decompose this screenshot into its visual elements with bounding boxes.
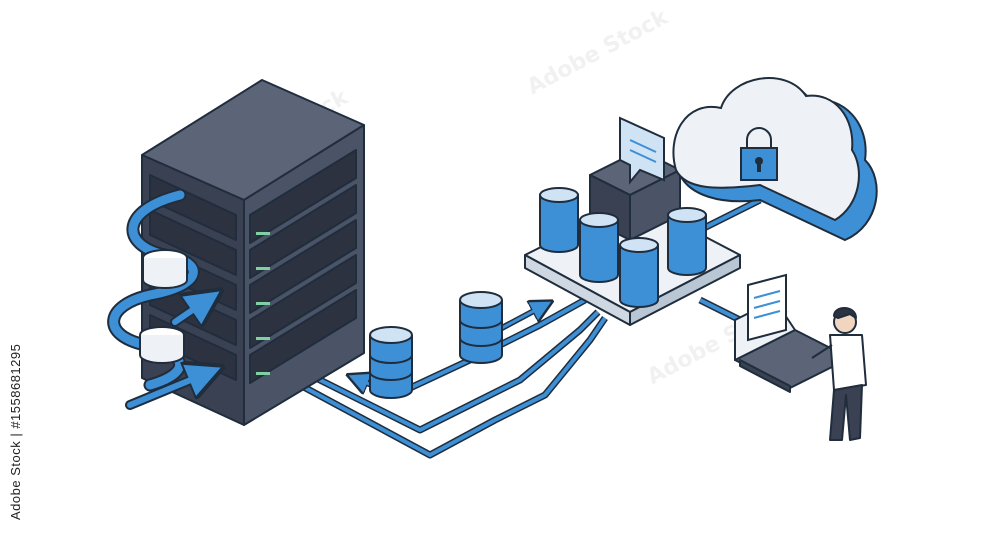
lock-icon <box>740 127 778 181</box>
person-icon <box>811 307 867 441</box>
server-platform <box>524 149 741 326</box>
chat-bubble-icon <box>619 116 665 185</box>
database-icon <box>369 291 503 399</box>
database-icon <box>139 249 188 364</box>
document-icon <box>747 273 787 342</box>
stock-id-label: Adobe Stock | #1558681295 <box>8 343 23 520</box>
